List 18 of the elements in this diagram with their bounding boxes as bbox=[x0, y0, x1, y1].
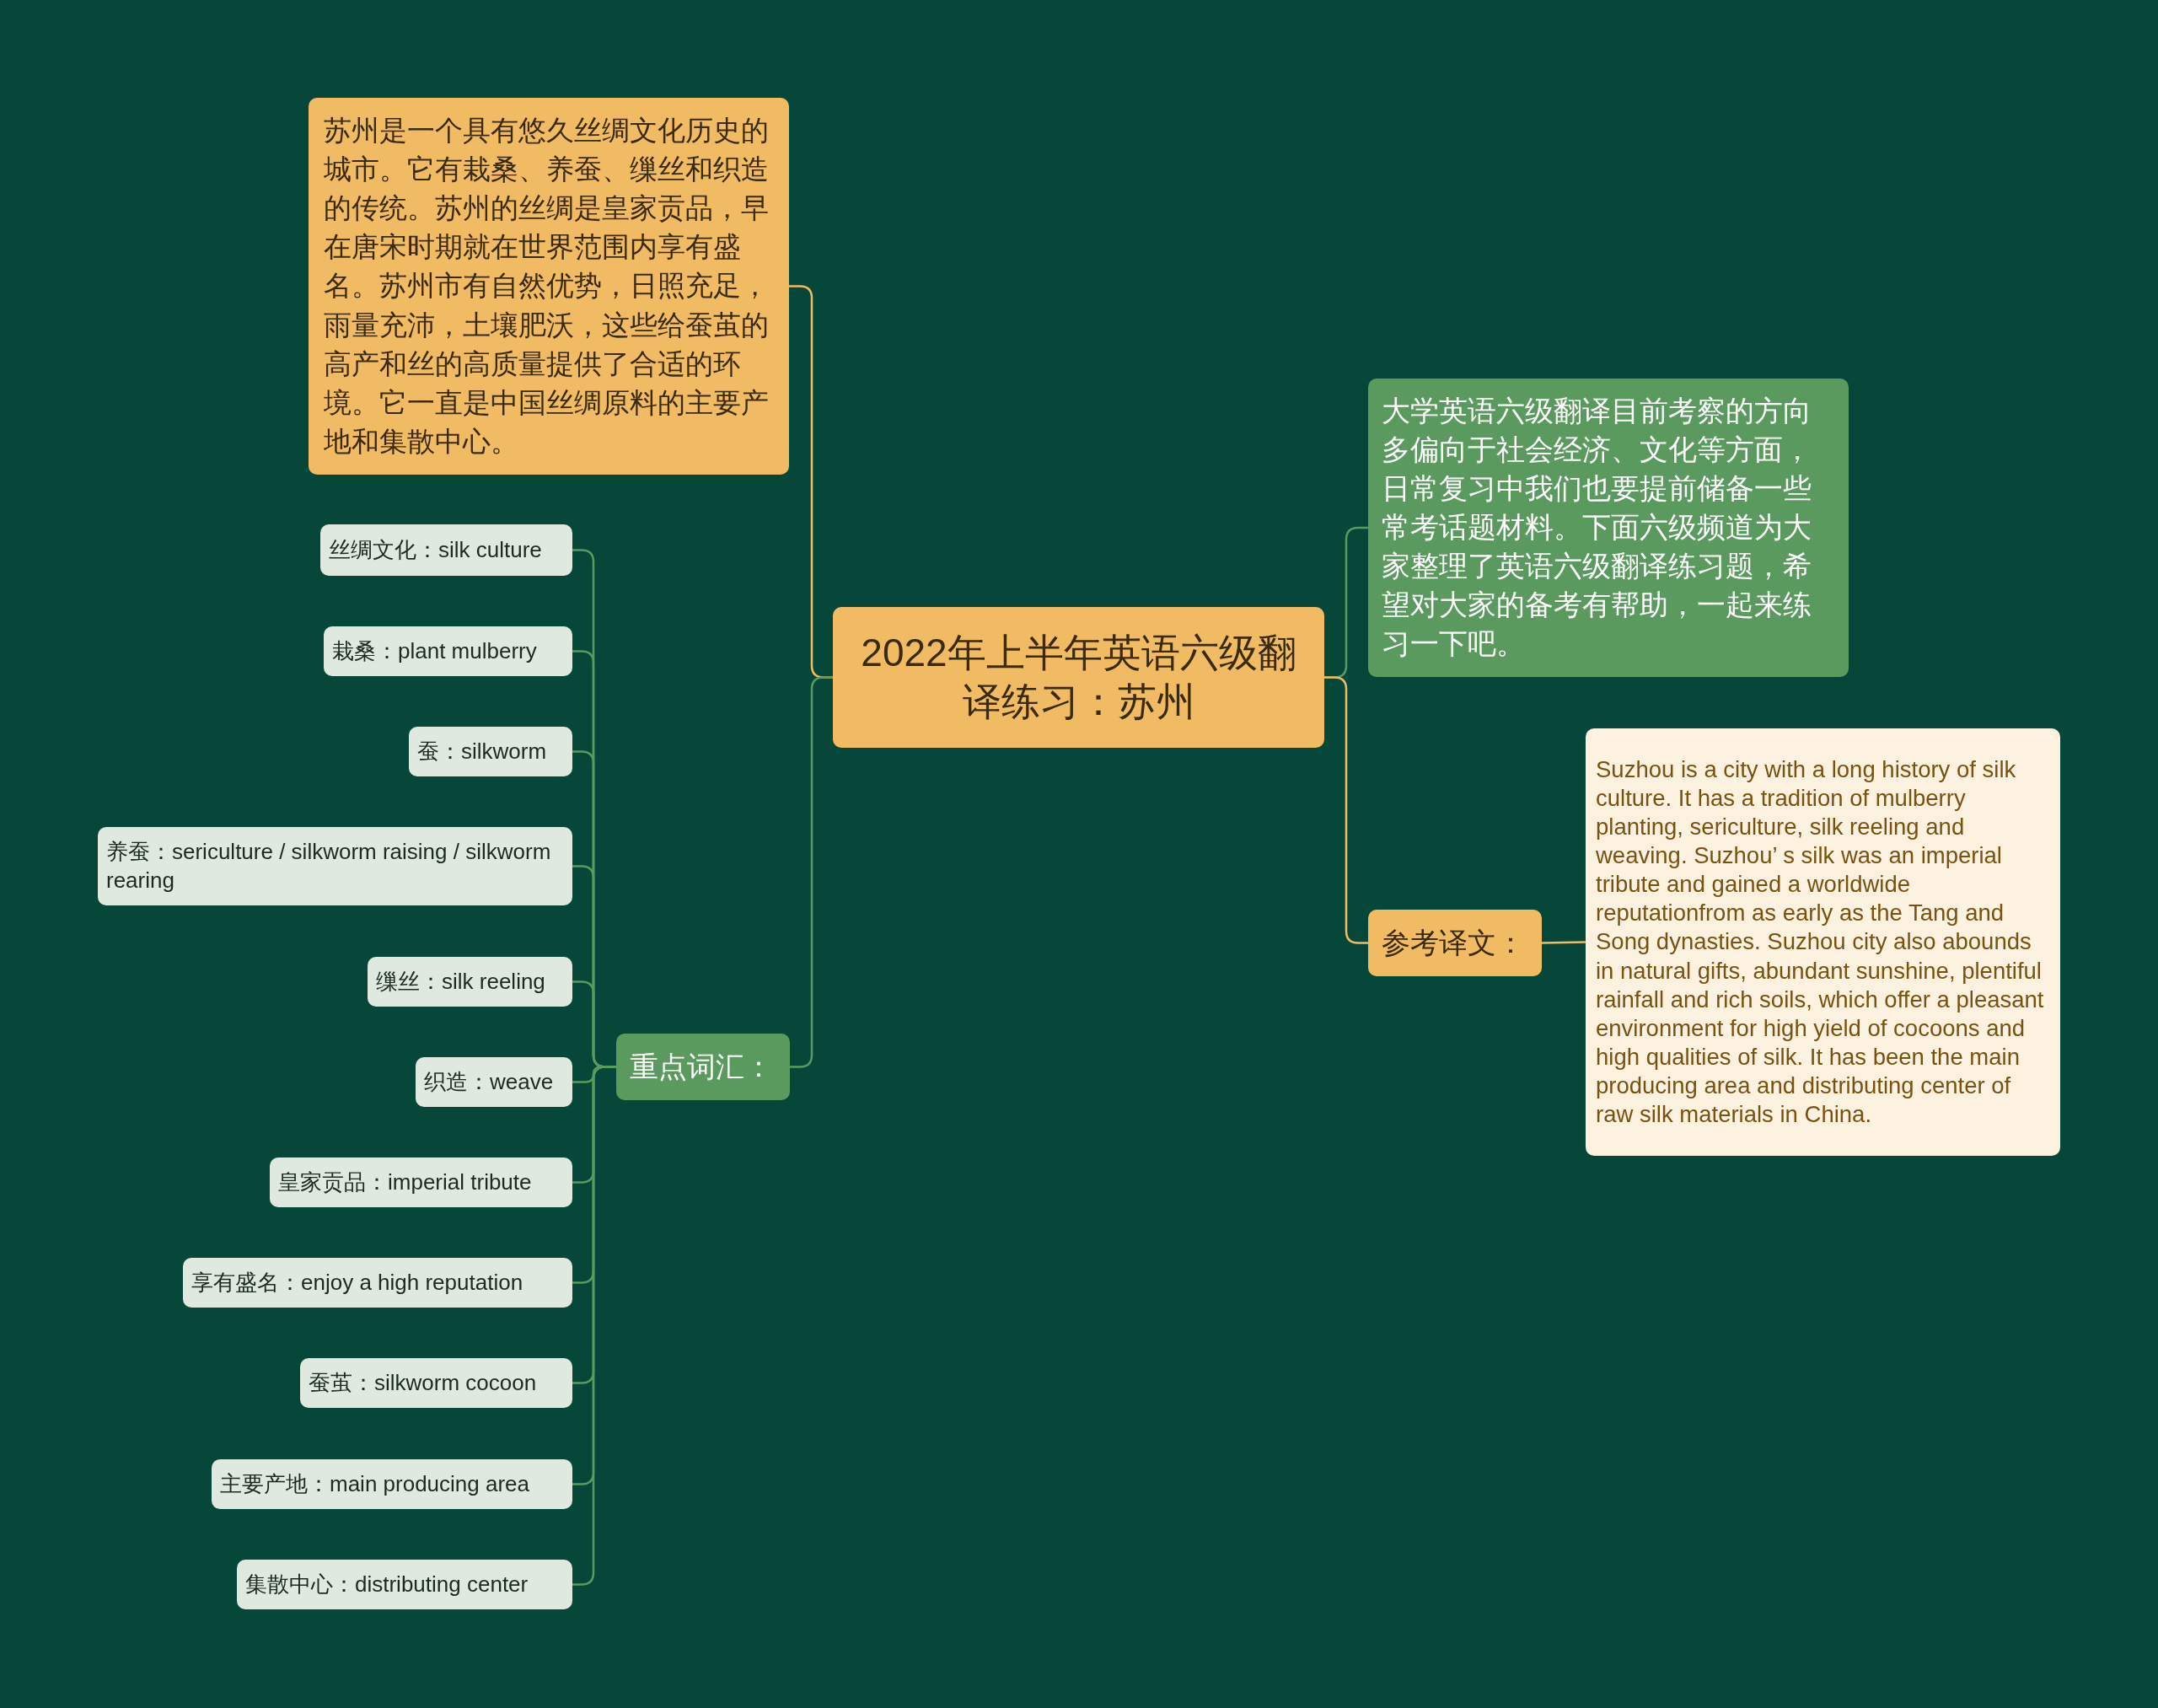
connector-line bbox=[1541, 941, 1586, 944]
branch-box: 重点词汇： bbox=[616, 1034, 790, 1100]
vocab-box: 主要产地：main producing area bbox=[212, 1459, 572, 1509]
branch-box: 参考译文： bbox=[1368, 910, 1542, 976]
text-box: 苏州是一个具有悠久丝绸文化历史的城市。它有栽桑、养蚕、缫丝和织造的传统。苏州的丝绸是皇家贡品，早在唐宋时期就在世界范围内享有盛名。苏州市有自然优势，日照充足，雨量充沛，土壤肥沃，这些给蚕茧的高产和丝的高质量提供了合适的环境。它一直是中国丝绸原料的主要产地和集散中心。 bbox=[309, 98, 789, 475]
vocab-box: 集散中心：distributing center bbox=[237, 1560, 572, 1609]
text-box: Suzhou is a city with a long history of silk culture. It has a tradition of mulberry planting, sericulture, silk reeling and weaving. Suzhou’ s silk was an imperial tribute and gained a worldwide reputationfrom as early as the Tang and Song dynasties. Suzhou city also abounds in natural gifts, abundant sunshine, plentiful rainfall and rich soils, which offer a pleasant environment for high yield of cocoons and high qualities of silk. It has been the main producing area and distributing center of raw silk materials in China. bbox=[1586, 728, 2060, 1156]
vocab-box: 养蚕：sericulture / silkworm raising / silkworm rearing bbox=[98, 827, 572, 905]
text-box: 大学英语六级翻译目前考察的方向多偏向于社会经济、文化等方面，日常复习中我们也要提前储备一些常考话题材料。下面六级频道为大家整理了英语六级翻译练习题，希望对大家的备考有帮助，一起来练习一下吧。 bbox=[1368, 379, 1849, 677]
vocab-box: 享有盛名：enjoy a high reputation bbox=[183, 1258, 572, 1308]
vocab-box: 皇家贡品：imperial tribute bbox=[270, 1157, 572, 1207]
topic-box: 2022年上半年英语六级翻译练习：苏州 bbox=[833, 607, 1324, 748]
vocab-box: 缫丝：silk reeling bbox=[368, 957, 572, 1007]
vocab-box: 织造：weave bbox=[416, 1057, 572, 1107]
vocab-box: 丝绸文化：silk culture bbox=[320, 524, 572, 576]
vocab-box: 栽桑：plant mulberry bbox=[324, 626, 572, 676]
vocab-box: 蚕茧：silkworm cocoon bbox=[300, 1358, 572, 1408]
vocab-box: 蚕：silkworm bbox=[409, 727, 572, 776]
